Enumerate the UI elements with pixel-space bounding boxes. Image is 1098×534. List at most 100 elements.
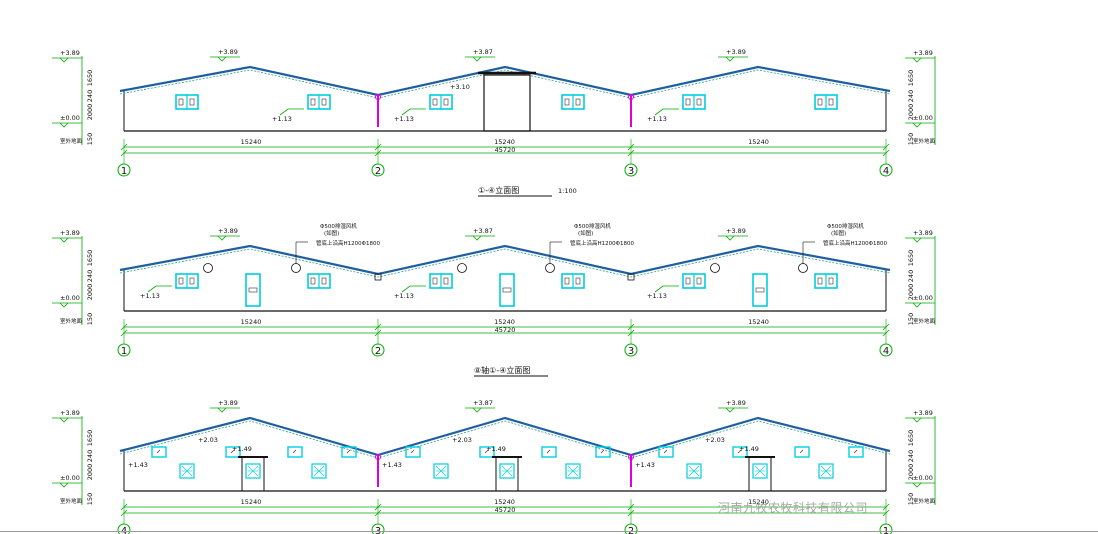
side-dimension-value: 1650 [907, 250, 915, 267]
small-window-mark [663, 449, 668, 454]
door-handle [248, 287, 258, 293]
side-dimension-value: 1650 [86, 430, 94, 447]
height-note-label: +2.03 [452, 436, 472, 444]
height-note: +1.13 [272, 108, 304, 123]
dimension-tick [120, 323, 128, 331]
fan-panel-frame [499, 463, 515, 479]
height-note: +1.13 [140, 285, 172, 300]
valley-gutter [374, 273, 382, 281]
exhaust-fan-circle [710, 263, 720, 273]
level-marker-triangle [912, 237, 922, 243]
level-label: ±0.00 [60, 114, 80, 122]
fan-panel-frame [818, 463, 834, 479]
roof-profile [119, 65, 891, 97]
fan-panel [686, 463, 702, 479]
height-note-label: +2.03 [705, 436, 725, 444]
small-window-frame [541, 446, 557, 458]
window [175, 273, 199, 289]
door-panel [752, 273, 768, 307]
door-handle [755, 287, 765, 293]
small-window-frame [595, 446, 611, 458]
dimension-tick [627, 329, 635, 337]
height-note-label: +1.13 [272, 115, 292, 123]
dimension-tick [374, 509, 382, 517]
level-marker: +3.89 [718, 227, 748, 241]
fan-panel [245, 463, 261, 479]
window [561, 273, 585, 289]
ground-label: 室外地面 [60, 497, 83, 505]
fan-callout: Φ500排湿风机(如图)管底上沿高H1200Φ1800 [295, 222, 380, 264]
axis-bubble-circle [879, 163, 893, 177]
elevation-view: +3.89±0.00室外地面16502402000150+3.89±0.00室外… [52, 222, 936, 377]
height-note-label: +1.13 [140, 292, 160, 300]
roof-profile [119, 416, 891, 457]
dimension-tick [374, 329, 382, 337]
axis-bubble: 2 [371, 343, 385, 357]
small-window-mark [484, 449, 489, 454]
axis-bubble: 4 [117, 523, 131, 534]
height-note-label: +1.13 [647, 115, 667, 123]
dimension-tick [120, 509, 128, 517]
level-label: +3.89 [726, 227, 746, 235]
small-window-frame [225, 446, 241, 458]
level-marker: ±0.00 [905, 474, 935, 488]
roof-underline [119, 69, 891, 99]
small-window [595, 446, 611, 458]
span-dimension: 15240 [494, 318, 515, 326]
side-dimension-value: 240 [86, 90, 94, 102]
small-window [151, 446, 167, 458]
level-marker: +3.87 [465, 399, 495, 413]
fan-panel [433, 463, 449, 479]
axis-bubble: 3 [371, 523, 385, 534]
small-window-frame [658, 446, 674, 458]
level-marker-triangle [59, 482, 69, 488]
span-dimension: 15240 [748, 318, 769, 326]
window-pane [564, 98, 570, 106]
window [307, 94, 331, 110]
fan-panel [565, 463, 581, 479]
axis-bubble-label: 4 [121, 526, 127, 534]
window [429, 94, 453, 110]
window-pane [310, 98, 316, 106]
fan-callout: Φ500排湿风机(如图)管底上沿高H1200Φ1800 [802, 222, 887, 264]
window-pane [828, 98, 834, 106]
window-pane [321, 277, 327, 285]
side-dimension-value: 240 [86, 270, 94, 282]
exhaust-fan-circle [545, 263, 555, 273]
small-window-frame [151, 446, 167, 458]
fan-panel [499, 463, 515, 479]
axis-bubble: 1 [879, 523, 893, 534]
height-note-label: +1.43 [635, 461, 655, 469]
height-note: +1.13 [647, 108, 679, 123]
side-dimension-value: 1650 [86, 250, 94, 267]
height-note-leader [147, 285, 172, 293]
side-dimension-value: 150 [907, 313, 915, 325]
window-pane [685, 98, 691, 106]
level-marker: +3.89 [52, 409, 82, 423]
height-note-leader [654, 285, 679, 293]
height-note-label: +1.49 [486, 445, 506, 453]
level-label: +3.89 [60, 49, 80, 57]
dimension-tick [374, 503, 382, 511]
height-note-leader [401, 108, 426, 116]
span-dimension: 15240 [241, 138, 262, 146]
level-label: +3.87 [473, 227, 493, 235]
level-marker: ±0.00 [52, 474, 82, 488]
small-window [732, 446, 748, 458]
height-note: +1.13 [394, 285, 426, 300]
side-dimension-value: 2000 [907, 284, 915, 301]
window [682, 273, 706, 289]
level-label: +3.87 [473, 48, 493, 56]
small-window [287, 446, 303, 458]
fan-panel [752, 463, 768, 479]
level-label: ±0.00 [60, 294, 80, 302]
level-marker-triangle [912, 302, 922, 308]
dimension-tick [627, 143, 635, 151]
door-frame [748, 456, 772, 492]
